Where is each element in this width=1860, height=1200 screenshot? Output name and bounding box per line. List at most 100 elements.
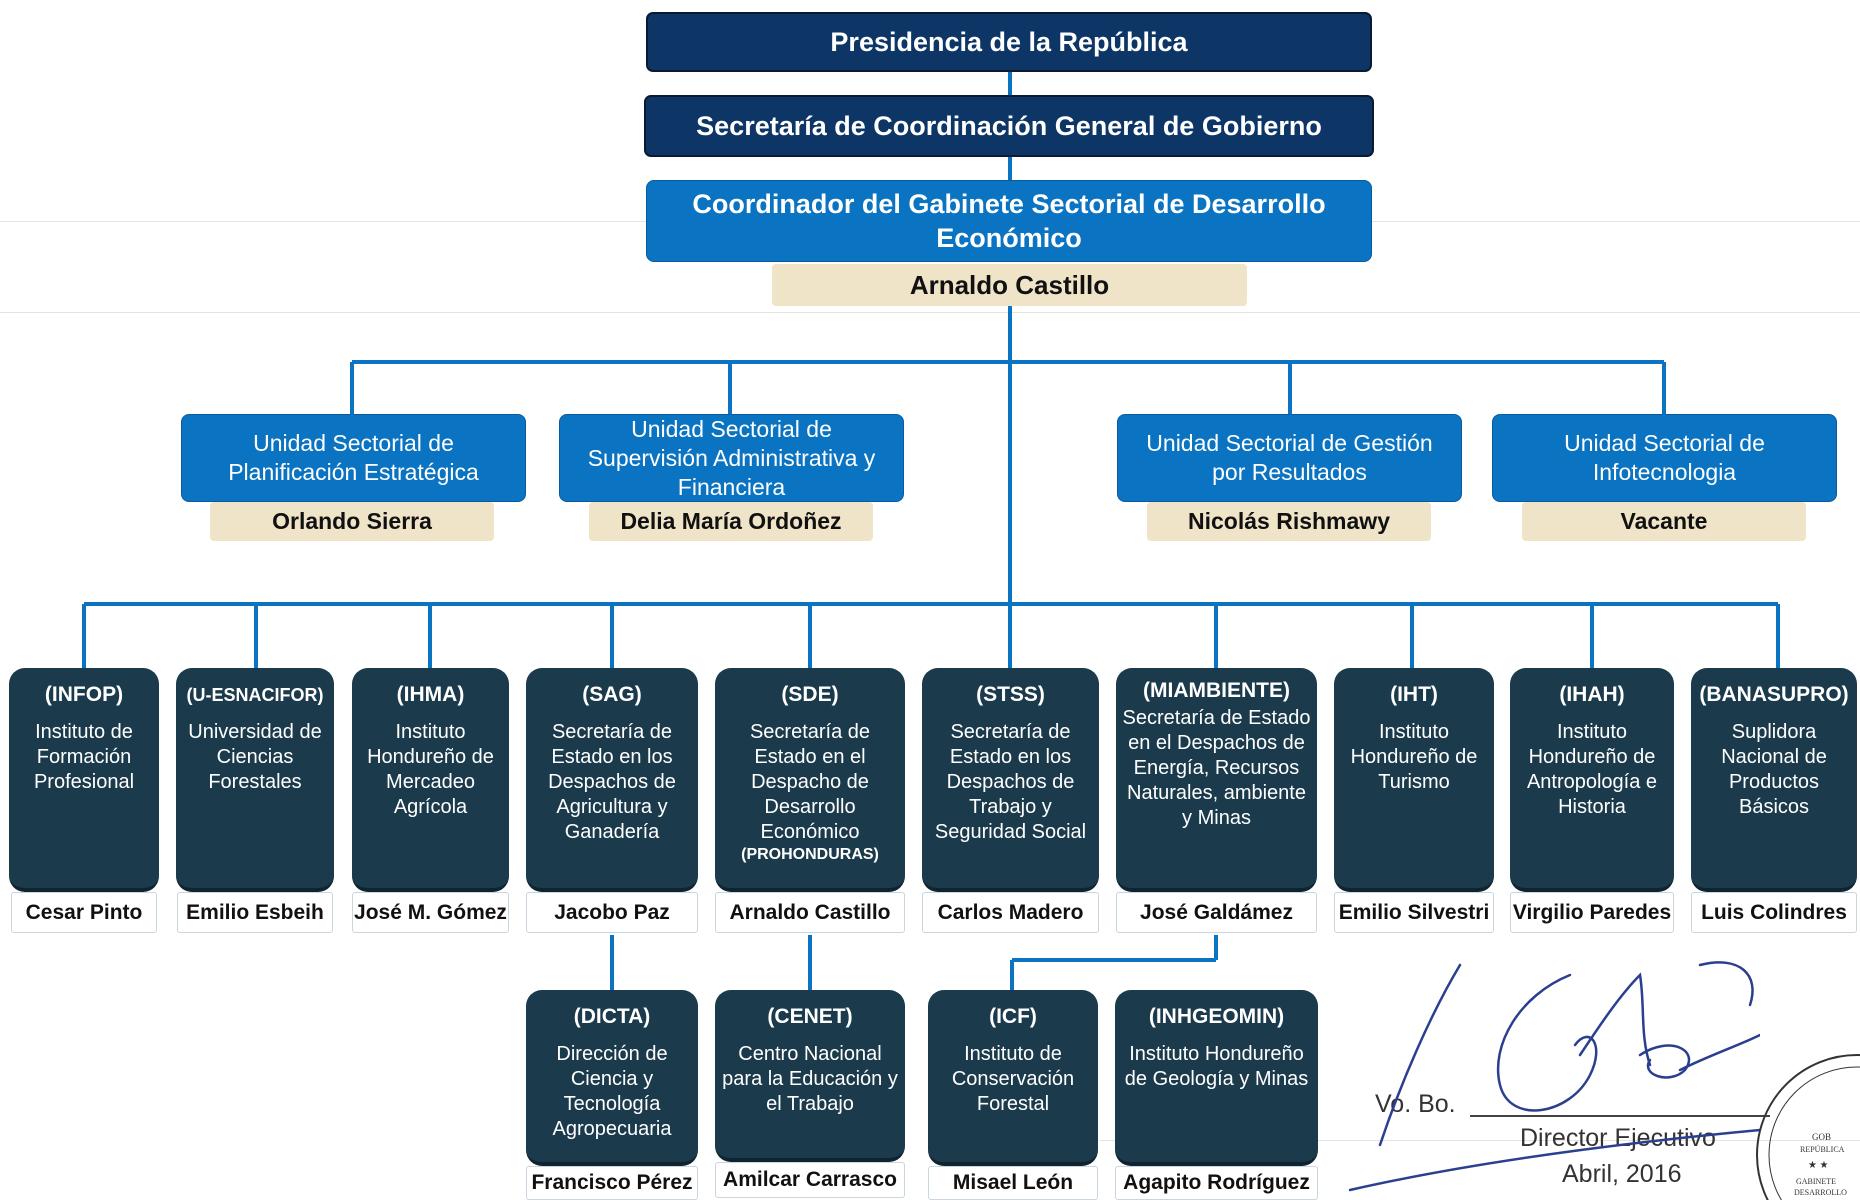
institution-abbr: (INFOP)	[44, 683, 124, 706]
unit-person: Nicolás Rishmawy	[1188, 508, 1390, 534]
institution-name: Instituto Hondureño de Geología y Minas	[1124, 1043, 1309, 1090]
institution-box-sde: (SDE) Secretaría de Estado en el Despach…	[715, 668, 905, 892]
handwritten-signature	[1348, 961, 1760, 1192]
institution-person: José M. Gómez	[352, 892, 509, 933]
institution-abbr: (IHT)	[1390, 683, 1438, 706]
institution-box-stss: (STSS) Secretaría de Estado en los Despa…	[922, 668, 1099, 892]
unit-title: Unidad Sectorial de Planificación Estrat…	[228, 430, 479, 485]
presidencia-title: Presidencia de la República	[830, 26, 1188, 57]
institution-box-ihah: (IHAH) Instituto Hondureño de Antropolog…	[1510, 668, 1674, 892]
unit-box-gestion: Unidad Sectorial de Gestión por Resultad…	[1117, 414, 1462, 502]
institution-box-infop: (INFOP) Instituto de Formación Profesion…	[9, 668, 159, 892]
secretaria-box: Secretaría de Coordinación General de Go…	[644, 95, 1374, 157]
institution-person: Emilio Esbeih	[177, 892, 333, 933]
scan-line	[1100, 1140, 1860, 1141]
unit-person-box: Delia María Ordoñez	[589, 502, 873, 541]
signature-line	[1470, 1115, 1770, 1117]
person-name: Emilio Esbeih	[186, 900, 324, 924]
institution-name: Instituto Hondureño de Antropología e Hi…	[1526, 721, 1658, 818]
unit-person-box: Orlando Sierra	[210, 502, 494, 541]
institution-person: Cesar Pinto	[11, 892, 157, 933]
svg-text:DESARROLLO: DESARROLLO	[1794, 1188, 1847, 1197]
institution-name: Instituto de Conservación Forestal	[951, 1043, 1075, 1115]
unit-box-planificacion: Unidad Sectorial de Planificación Estrat…	[181, 414, 526, 502]
institution-abbr: (ICF)	[989, 1005, 1037, 1028]
institution-box-banasupro: (BANASUPRO) Suplidora Nacional de Produc…	[1691, 668, 1857, 892]
person-name: Amilcar Carrasco	[723, 1168, 897, 1191]
institution-box-sag: (SAG) Secretaría de Estado en los Despac…	[526, 668, 698, 892]
institution-person: Emilio Silvestri	[1334, 892, 1494, 933]
unit-person: Vacante	[1620, 508, 1708, 534]
person-name: Francisco Pérez	[531, 1171, 693, 1194]
person-name: Carlos Madero	[937, 900, 1084, 924]
institution-person: Carlos Madero	[922, 892, 1099, 933]
institution-abbr: (IHAH)	[1559, 683, 1625, 706]
institution-abbr: (MIAMBIENTE)	[1143, 679, 1290, 702]
institution-person: Virgilio Paredes	[1510, 892, 1674, 933]
institution-name: Instituto de Formación Profesional	[33, 721, 135, 793]
institution-box-ihma: (IHMA) Instituto Hondureño de Mercadeo A…	[352, 668, 509, 892]
unit-person-box: Nicolás Rishmawy	[1147, 502, 1431, 541]
official-seal: GOB REPÚBLICA ★ ★ GABINETE DESARROLLO	[1756, 1054, 1860, 1200]
svg-text:REPÚBLICA: REPÚBLICA	[1800, 1144, 1845, 1154]
institution-name: Secretaría de Estado en el Despachos de …	[1122, 707, 1311, 829]
institution-box-iht: (IHT) Instituto Hondureño de Turismo	[1334, 668, 1494, 892]
institution-person: José Galdámez	[1116, 892, 1317, 933]
unit-box-infotecnologia: Unidad Sectorial de Infotecnologia	[1492, 414, 1837, 502]
person-name: Cesar Pinto	[25, 900, 143, 924]
institution-person: Francisco Pérez	[526, 1166, 698, 1200]
person-name: Jacobo Paz	[554, 900, 670, 924]
person-name: José Galdámez	[1140, 900, 1293, 924]
institution-abbr: (DICTA)	[573, 1005, 651, 1028]
institution-person: Amilcar Carrasco	[715, 1162, 905, 1198]
coordinador-title: Coordinador del Gabinete Sectorial de De…	[692, 189, 1326, 253]
institution-abbr: (SDE)	[781, 683, 839, 706]
institution-name: Secretaría de Estado en los Despachos de…	[934, 721, 1087, 843]
presidencia-box: Presidencia de la República	[646, 12, 1372, 72]
institution-abbr: (STSS)	[976, 683, 1045, 706]
signature-date: Abril, 2016	[1562, 1160, 1682, 1188]
institution-person: Arnaldo Castillo	[715, 892, 905, 933]
institution-person: Jacobo Paz	[526, 892, 698, 933]
person-name: Agapito Rodríguez	[1123, 1171, 1310, 1194]
institution-box-miambiente: (MIAMBIENTE) Secretaría de Estado en el …	[1116, 668, 1317, 892]
person-name: Misael León	[952, 1171, 1074, 1194]
coordinador-name-box: Arnaldo Castillo	[772, 264, 1247, 306]
unit-person: Orlando Sierra	[272, 508, 432, 534]
person-name: José M. Gómez	[354, 900, 507, 924]
institution-name: Centro Nacional para la Educación y el T…	[722, 1043, 898, 1115]
sub-institution-box-inhgeomin: (INHGEOMIN) Instituto Hondureño de Geolo…	[1115, 990, 1318, 1166]
institution-abbr: (INHGEOMIN)	[1148, 1005, 1285, 1028]
institution-abbr: (BANASUPRO)	[1699, 683, 1849, 706]
coordinador-name: Arnaldo Castillo	[909, 269, 1110, 300]
coordinador-box: Coordinador del Gabinete Sectorial de De…	[646, 180, 1372, 262]
sub-institution-box-dicta: (DICTA) Dirección de Ciencia y Tecnologí…	[526, 990, 698, 1166]
institution-abbr: (CENET)	[767, 1005, 853, 1028]
svg-text:GOB: GOB	[1812, 1132, 1831, 1142]
institution-name: Instituto Hondureño de Turismo	[1350, 721, 1478, 793]
svg-text:GABINETE: GABINETE	[1796, 1177, 1836, 1186]
institution-box-u-esnacifor: (U-ESNACIFOR) Universidad de Ciencias Fo…	[176, 668, 334, 892]
institution-abbr: (U-ESNACIFOR)	[186, 685, 324, 705]
svg-text:★ ★: ★ ★	[1808, 1160, 1828, 1171]
institution-name: Dirección de Ciencia y Tecnología Agrope…	[552, 1043, 672, 1140]
person-name: Luis Colindres	[1701, 900, 1847, 924]
unit-box-supervision: Unidad Sectorial de Supervisión Administ…	[559, 414, 904, 502]
vobo-label: Vo. Bo.	[1375, 1090, 1456, 1118]
sub-institution-box-cenet: (CENET) Centro Nacional para la Educació…	[715, 990, 905, 1162]
institution-abbr: (SAG)	[582, 683, 642, 706]
unit-title: Unidad Sectorial de Gestión por Resultad…	[1146, 430, 1433, 485]
institution-name: Suplidora Nacional de Productos Básicos	[1721, 721, 1827, 818]
sub-institution-box-icf: (ICF) Instituto de Conservación Forestal	[928, 990, 1098, 1166]
secretaria-title: Secretaría de Coordinación General de Go…	[696, 110, 1322, 141]
person-name: Emilio Silvestri	[1338, 900, 1490, 924]
institution-person: Agapito Rodríguez	[1115, 1166, 1318, 1200]
institution-person: Luis Colindres	[1691, 892, 1857, 933]
institution-abbr: (IHMA)	[396, 683, 465, 706]
institution-person: Misael León	[928, 1166, 1098, 1200]
unit-person-box: Vacante	[1522, 502, 1806, 541]
institution-name: Secretaría de Estado en los Despachos de…	[548, 721, 676, 843]
institution-name: Instituto Hondureño de Mercadeo Agrícola	[367, 721, 494, 818]
